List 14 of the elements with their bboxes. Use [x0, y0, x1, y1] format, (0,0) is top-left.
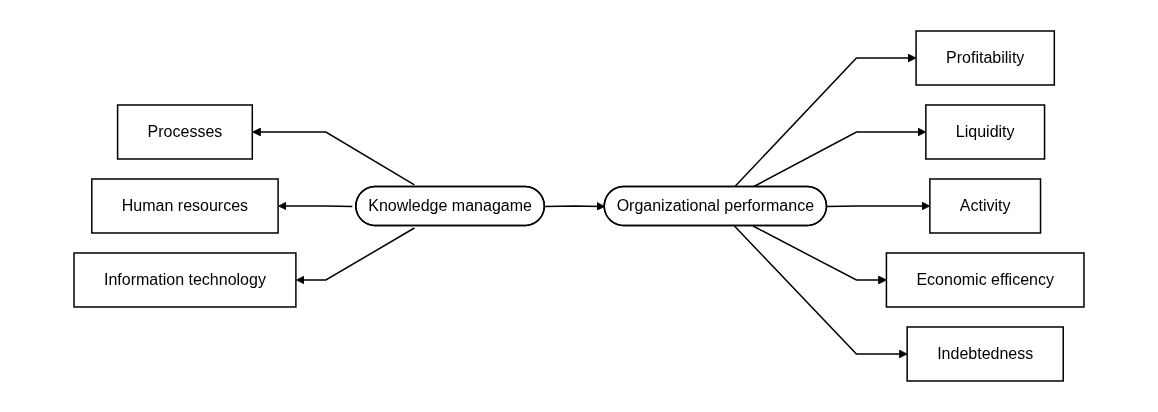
arrow	[295, 227, 416, 285]
arrow	[733, 53, 917, 188]
arrow	[278, 201, 354, 211]
arrow	[252, 127, 416, 186]
node-box: Economic efficency	[885, 252, 1085, 308]
node-box: Liquidity	[925, 104, 1046, 160]
node-box: Indebtedness	[906, 326, 1064, 382]
arrow	[733, 225, 908, 359]
node-box: Human resources	[91, 178, 279, 234]
node-box: Activity	[929, 178, 1042, 234]
node-box: Processes	[116, 104, 254, 160]
node-box: Profitability	[915, 30, 1056, 86]
arrow	[752, 225, 887, 285]
node-box: Information technology	[73, 252, 297, 308]
